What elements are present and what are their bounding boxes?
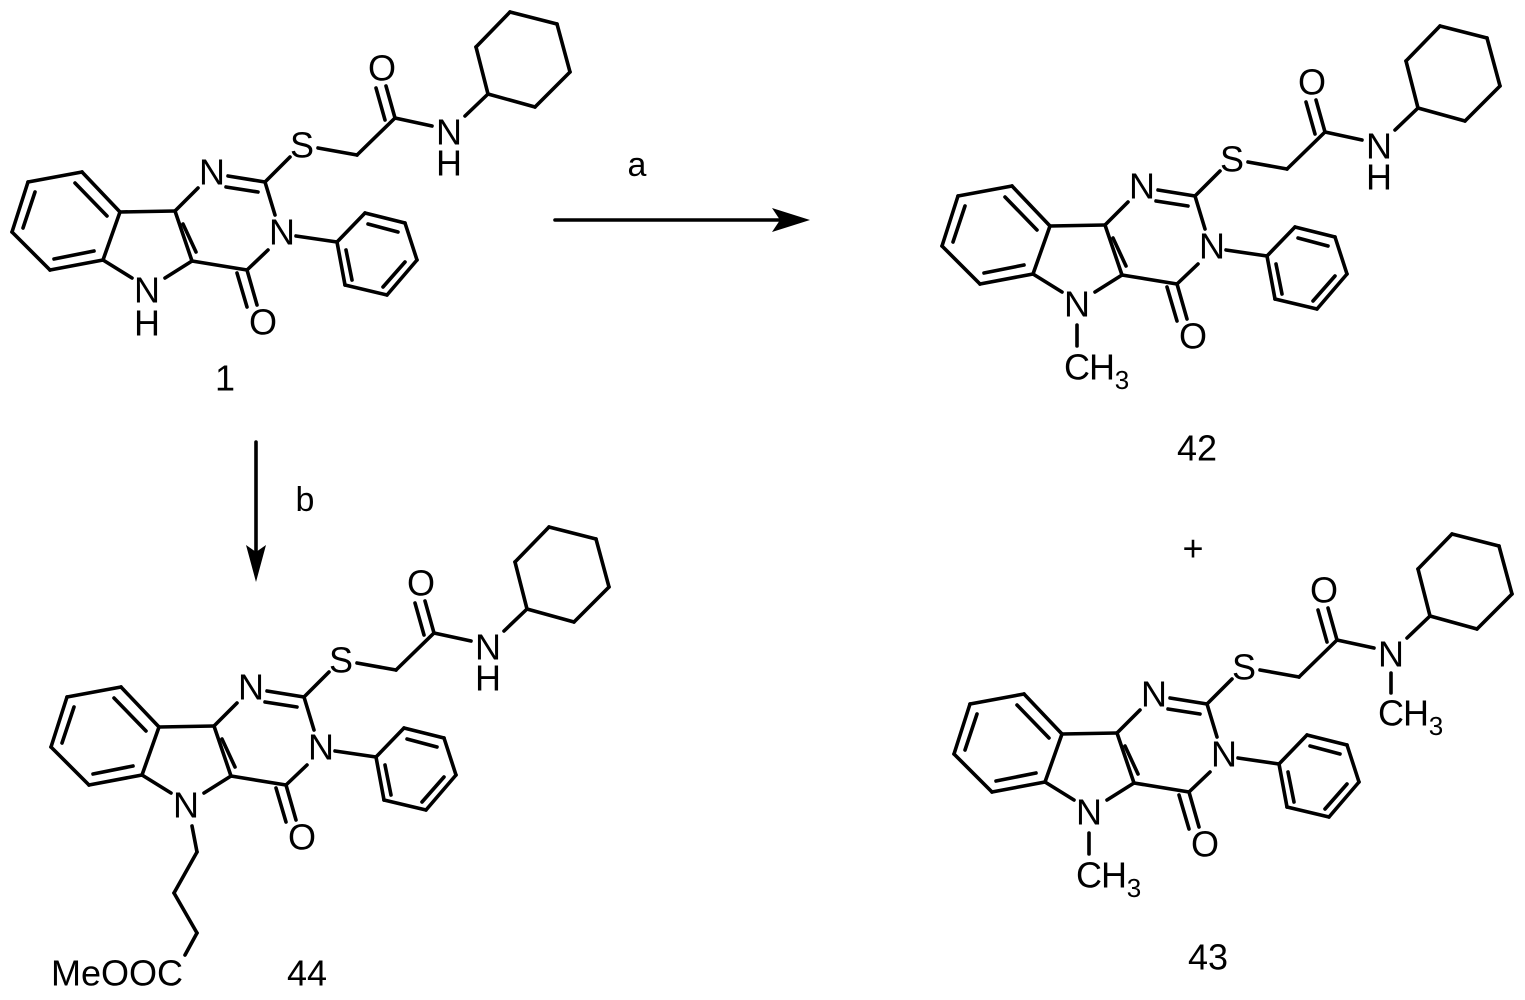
atom-n5: N [1064, 284, 1090, 325]
atom-n-amide: N [1378, 634, 1404, 675]
plus-sign: + [1182, 528, 1203, 569]
atom-s: S [290, 125, 314, 166]
amide-methyl-h: H [1403, 693, 1429, 734]
atom-n5: N [1076, 792, 1102, 833]
compound-42: N S O N H N O N C H 3 [942, 26, 1500, 395]
condition-a: a [628, 146, 647, 184]
atom-o-c4: O [249, 302, 277, 343]
ester-group-label: MeOOC [51, 953, 183, 994]
atom-o-amide: O [1310, 570, 1338, 611]
atom-o-amide: O [1298, 62, 1326, 103]
atom-h-amide: H [475, 658, 501, 699]
methyl-subscript-3: 3 [1115, 365, 1129, 395]
atom-h-n5: H [134, 303, 160, 344]
compound-1: N S O N H N O N H 1 [12, 12, 570, 399]
atom-n1: N [1141, 674, 1167, 715]
compound-44: N S O N H N O N [51, 527, 609, 955]
atom-n3: N [1199, 226, 1225, 267]
amide-methyl-subscript-3: 3 [1429, 711, 1443, 741]
condition-b: b [296, 481, 315, 519]
methyl-subscript-3: 3 [1127, 873, 1141, 903]
atom-h-amide: H [1366, 157, 1392, 198]
compound-label-43: 43 [1188, 937, 1228, 978]
atom-o-c4: O [1191, 824, 1219, 865]
atom-n3: N [1211, 734, 1237, 775]
atom-n5: N [173, 785, 199, 826]
atom-n1: N [1129, 166, 1155, 207]
atom-n1: N [238, 667, 264, 708]
atom-o-amide: O [368, 48, 396, 89]
reaction-arrow-a: a [555, 146, 810, 232]
atom-s: S [1232, 647, 1256, 688]
atom-o-amide: O [407, 563, 435, 604]
atom-s: S [329, 640, 353, 681]
reaction-arrow-b: b [246, 442, 314, 582]
methyl-c: C [1076, 855, 1102, 896]
compound-label-1: 1 [215, 358, 235, 399]
methyl-c: C [1064, 347, 1090, 388]
methyl-h: H [1101, 855, 1127, 896]
atom-n3: N [269, 212, 295, 253]
compound-label-44: 44 [287, 953, 327, 994]
atom-n3: N [308, 727, 334, 768]
atom-s: S [1220, 139, 1244, 180]
amide-methyl-c: C [1378, 693, 1404, 734]
compound-label-42: 42 [1177, 428, 1217, 469]
compound-43: N S O N C H 3 N O N C H 3 [954, 534, 1512, 903]
atom-h-amide: H [436, 143, 462, 184]
atom-o-c4: O [1179, 316, 1207, 357]
methyl-h: H [1089, 347, 1115, 388]
atom-o-c4: O [288, 817, 316, 858]
atom-n1: N [199, 152, 225, 193]
